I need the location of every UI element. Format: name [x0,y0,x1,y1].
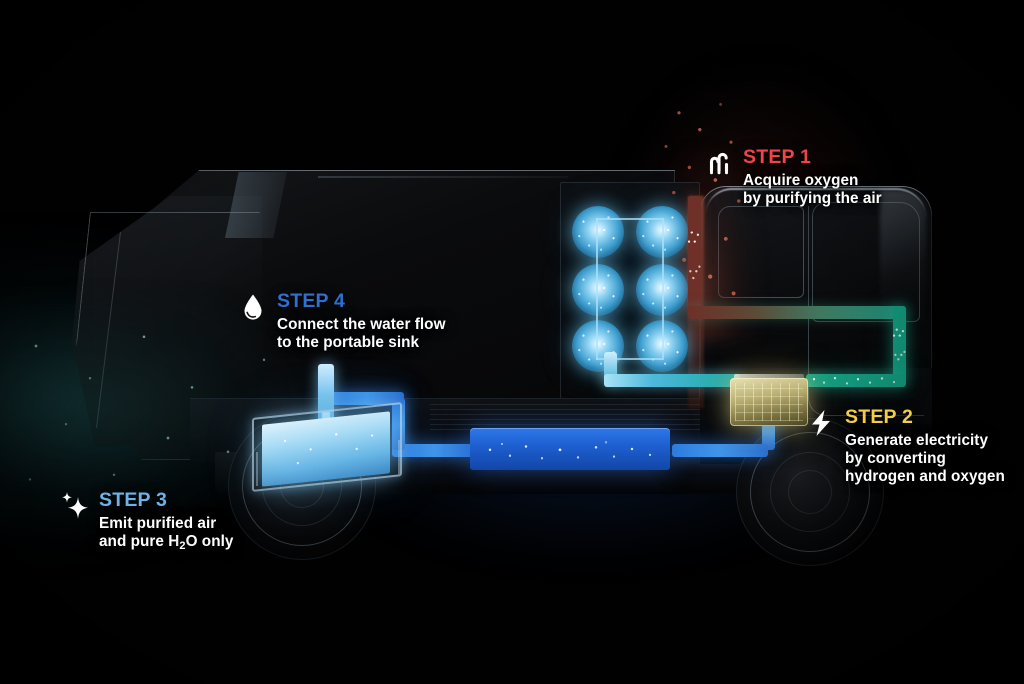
step-4-text: STEP 4 Connect the water flow to the por… [277,290,446,352]
step-4-callout: STEP 4 Connect the water flow to the por… [238,290,446,352]
step-3-line-1: Emit purified air [99,515,217,532]
step-2-text: STEP 2 Generate electricity by convertin… [845,406,1005,486]
step-3-line-2-pre: and pure H [99,533,180,551]
step-1-callout: STEP 1 Acquire oxygen by purifying the a… [704,146,882,208]
step-2-description: Generate electricity by converting hydro… [845,432,1005,486]
water-drop-icon [238,291,268,323]
step-2-heading: STEP 2 [845,406,914,428]
air-purify-icon [704,147,734,179]
step-1-description: Acquire oxygen by purifying the air [743,172,882,208]
step-4-description: Connect the water flow to the portable s… [277,316,446,352]
sparkles-icon [60,490,90,522]
lightning-bolt-icon [806,407,836,439]
step-2-callout: STEP 2 Generate electricity by convertin… [806,406,1005,486]
step-3-line-2-post: O only [185,533,234,551]
step-3-heading: STEP 3 [99,489,168,511]
step-4-heading: STEP 4 [277,290,346,312]
step-1-heading: STEP 1 [743,146,812,168]
step-1-text: STEP 1 Acquire oxygen by purifying the a… [743,146,882,208]
step-3-subscript: 2 [179,540,186,553]
